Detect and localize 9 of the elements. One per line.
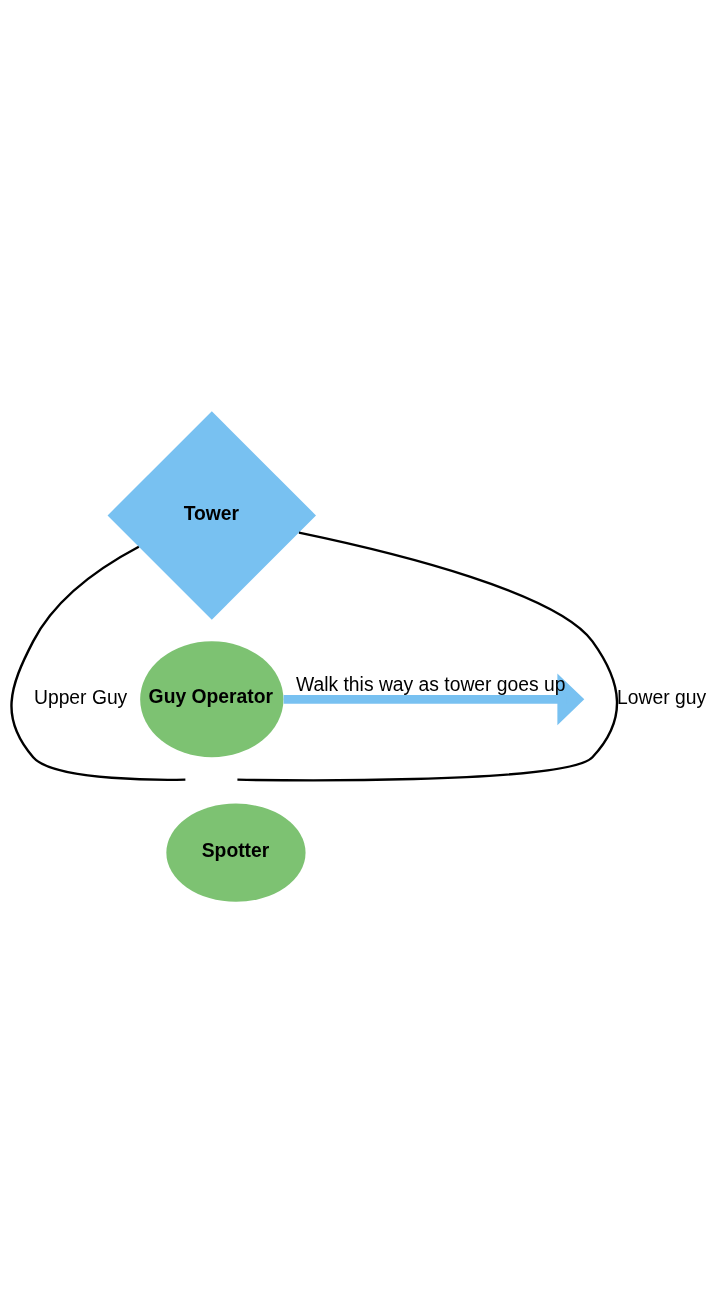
edge-label: Lower guy: [617, 686, 707, 708]
node-diamond: Tower: [107, 410, 316, 620]
connector: [10, 545, 186, 781]
edge-label: Walk this way as tower goes up: [295, 673, 566, 695]
arrow: [283, 672, 585, 725]
edge-label: Upper Guy: [33, 686, 128, 708]
connector: [237, 531, 618, 781]
node-ellipse: Guy Operator: [140, 640, 284, 757]
node-ellipse: Spotter: [166, 803, 306, 902]
